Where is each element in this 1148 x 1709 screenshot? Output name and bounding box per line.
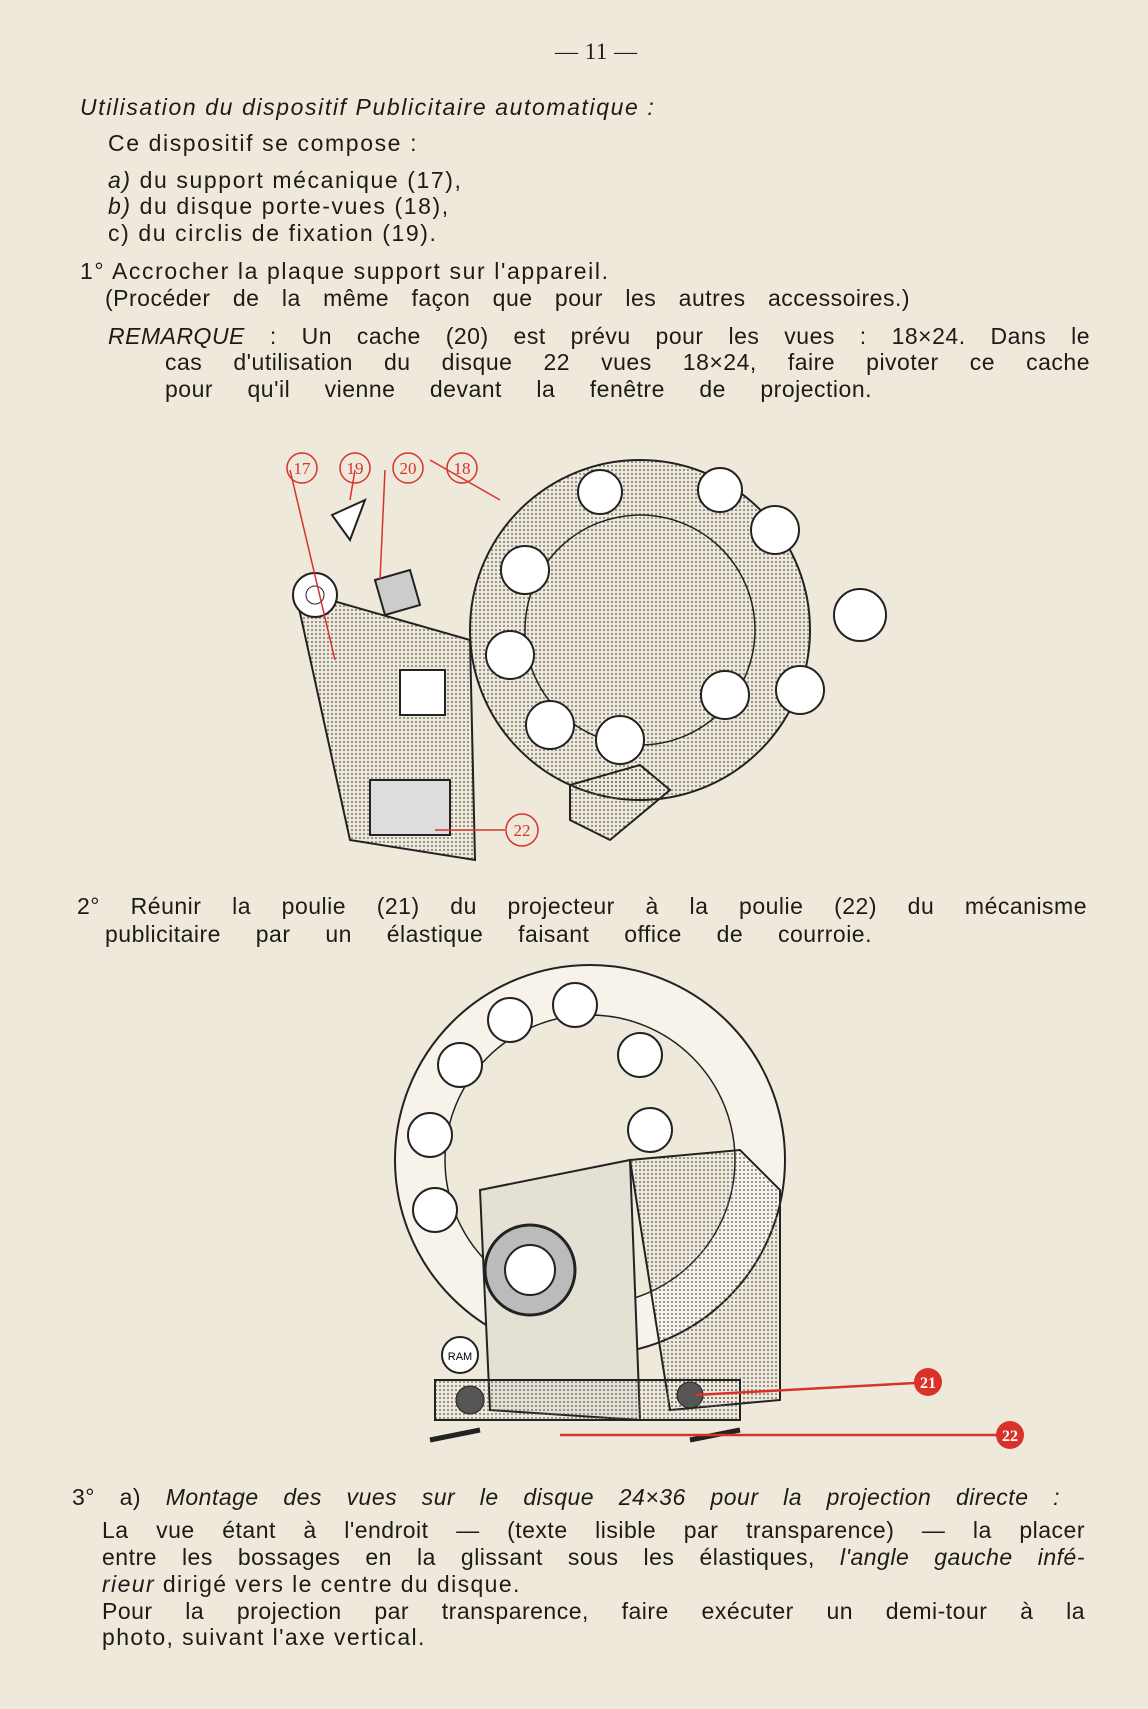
svg-text:17: 17 [294, 459, 312, 478]
callout-19: 19 [339, 452, 371, 484]
step-letter: a) [119, 1484, 142, 1510]
step3-line1: La vue étant à l'endroit — (texte lisibl… [102, 1517, 1085, 1543]
list-letter: a) [108, 167, 132, 193]
intro-text: Ce dispositif se compose : [108, 130, 419, 156]
step2-line2: publicitaire par un élastique faisant of… [105, 921, 872, 947]
slide-disc-illustration [469, 459, 887, 801]
step-number: 2° [77, 893, 100, 919]
step1-line1: 1° Accrocher la plaque support sur l'app… [80, 258, 610, 285]
component-b: b) du disque porte-vues (18), [108, 193, 450, 220]
svg-text:RAM: RAM [448, 1351, 472, 1363]
italic-text: l'angle gauche infé- [839, 1544, 1085, 1570]
callout-22: 22 [996, 1421, 1024, 1449]
callout-20: 20 [392, 452, 424, 484]
svg-text:22: 22 [1002, 1428, 1018, 1445]
remark-text: : Un cache (20) est prévu pour les vues … [269, 323, 1090, 349]
figure-advertising-device-parts: 17 19 20 18 22 [286, 452, 887, 862]
list-text: du circlis de fixation (19). [138, 220, 438, 246]
svg-text:20: 20 [400, 459, 417, 478]
section-title: Utilisation du dispositif Publicitaire a… [80, 94, 656, 120]
ram-badge: RAM [441, 1336, 479, 1374]
svg-text:21: 21 [920, 1375, 936, 1392]
component-c: c) du circlis de fixation (19). [108, 220, 438, 247]
step-text: Accrocher la plaque support sur l'appare… [111, 258, 610, 284]
list-letter: c) [108, 220, 131, 246]
cache-20 [373, 568, 422, 617]
step-number: 1° [80, 258, 106, 284]
remark-line3: pour qu'il vienne devant la fenêtre de p… [165, 376, 872, 402]
component-a: a) du support mécanique (17), [108, 167, 463, 194]
text: dirigé vers le centre du disque. [162, 1571, 521, 1597]
step3-heading: 3° a) Montage des vues sur le disque 24×… [72, 1484, 1060, 1511]
step-heading: Montage des vues sur le disque 24×36 pou… [165, 1484, 1061, 1510]
mechanical-support-illustration [292, 498, 477, 862]
step2-line1: 2° Réunir la poulie (21) du projecteur à… [77, 893, 1087, 920]
italic-text: rieur [102, 1571, 156, 1597]
remark-line1: REMARQUE : Un cache (20) est prévu pour … [108, 323, 1090, 350]
text: entre les bossages en la glissant sous l… [102, 1544, 815, 1570]
step3-line5: photo, suivant l'axe vertical. [102, 1624, 426, 1650]
step3-line4: Pour la projection par transparence, fai… [102, 1598, 1085, 1624]
callout-18: 18 [446, 452, 478, 484]
list-letter: b) [108, 193, 132, 219]
list-text: du disque porte-vues (18), [139, 193, 450, 219]
step-number: 3° [72, 1484, 95, 1510]
list-text: du support mécanique (17), [139, 167, 463, 193]
svg-text:22: 22 [514, 821, 531, 840]
svg-text:19: 19 [347, 459, 364, 478]
callout-21: 21 [914, 1368, 942, 1396]
tray-illustration [569, 763, 672, 842]
svg-text:18: 18 [454, 459, 471, 478]
remark-line2: cas d'utilisation du disque 22 vues 18×2… [165, 349, 1090, 375]
projector-illustration: RAM [429, 1148, 781, 1443]
page-number: — 11 — [555, 39, 638, 64]
remark-label: REMARQUE [108, 323, 245, 349]
step1-line2: (Procéder de la même façon que pour les … [105, 285, 910, 311]
step3-line2: entre les bossages en la glissant sous l… [102, 1544, 1085, 1571]
step3-line3: rieur dirigé vers le centre du disque. [102, 1571, 521, 1598]
circlip-19 [330, 498, 367, 543]
callout-17: 17 [286, 452, 318, 484]
figure-projector-with-disc: RAM 21 22 [394, 964, 1024, 1449]
callout-22: 22 [505, 813, 539, 847]
step-text: Réunir la poulie (21) du projecteur à la… [130, 893, 1088, 919]
